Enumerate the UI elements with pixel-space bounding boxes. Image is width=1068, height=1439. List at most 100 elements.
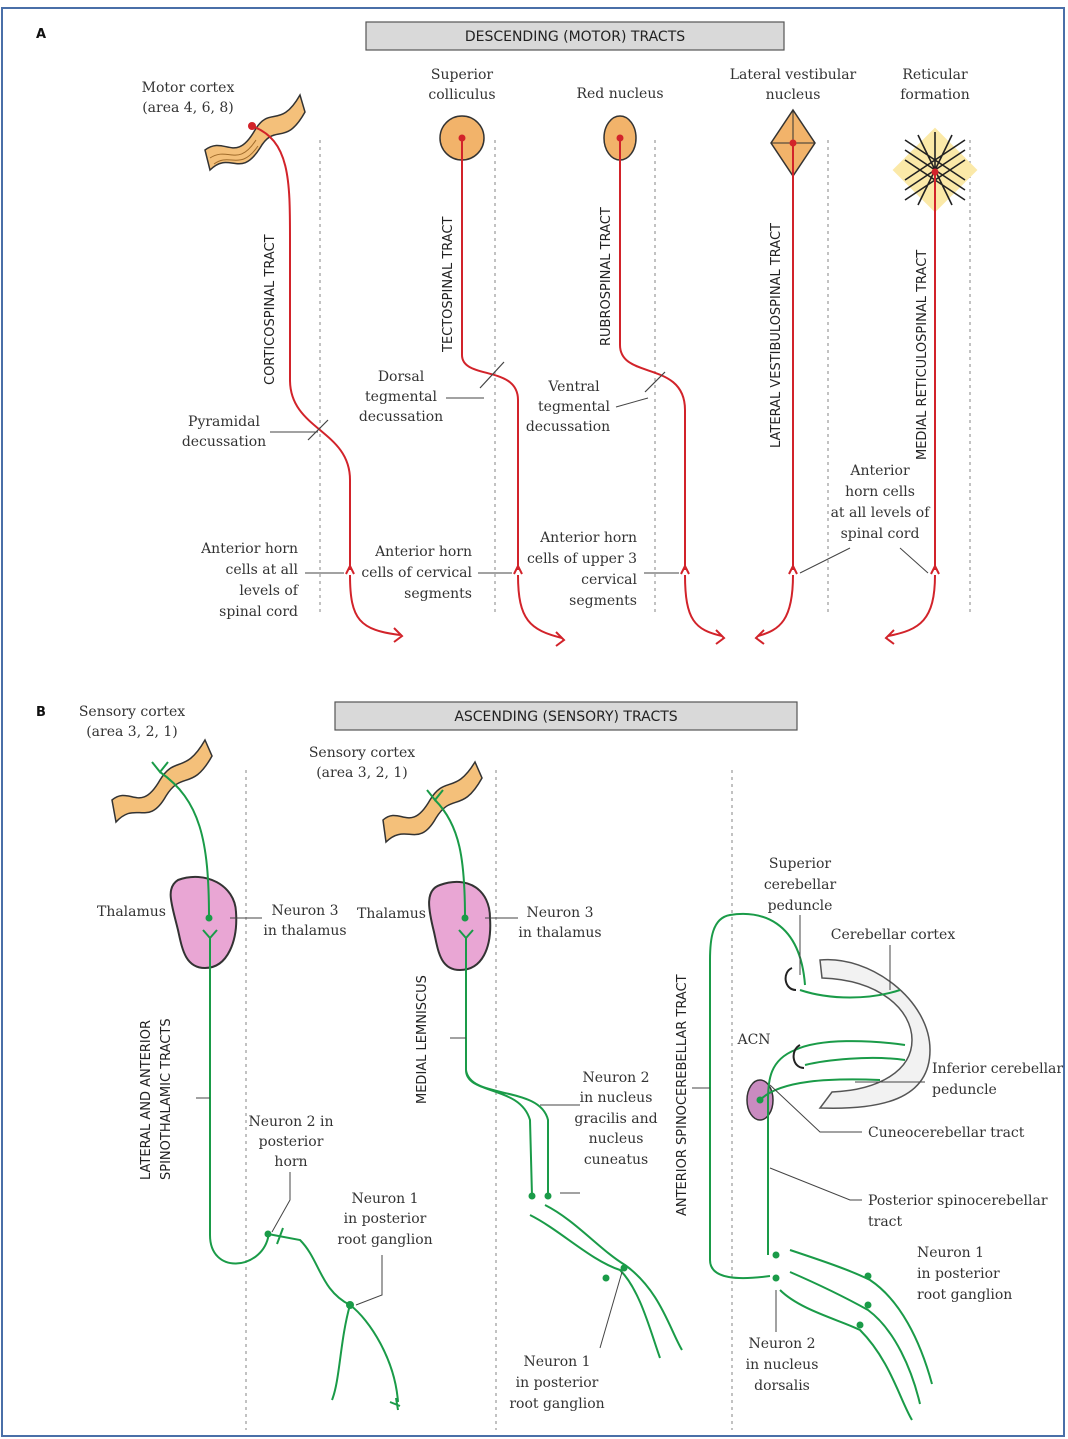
- thalamus-1-to-cortex-line: [159, 771, 210, 919]
- neuron3-2-label-1: Neuron 3: [526, 905, 593, 921]
- neuron2-posterior-horn-label-2: posterior: [259, 1134, 324, 1150]
- dorsal-tegmental-label-3: decussation: [359, 409, 443, 425]
- reticular-formation-label-1: Reticular: [902, 67, 968, 83]
- neuron1-a-label-3: root ganglion: [337, 1232, 432, 1248]
- superior-colliculus-label-2: colliculus: [428, 87, 495, 103]
- neuron1-b-label-2: in posterior: [516, 1375, 599, 1391]
- neuron3-1-label-1: Neuron 3: [271, 903, 338, 919]
- dorsal-tegmental-label-1: Dorsal: [378, 369, 425, 385]
- thalamus-2-to-cortex-line: [434, 799, 466, 919]
- anterior-spinocerebellar-label: ANTERIOR SPINOCEREBELLAR TRACT: [675, 974, 690, 1216]
- horn-all-levels-1-label-4: spinal cord: [219, 604, 298, 620]
- neuron1-b-label-3: root ganglion: [509, 1396, 604, 1412]
- tectospinal-tract-label: TECTOSPINAL TRACT: [441, 216, 456, 353]
- cuneocerebellar-label: Cuneocerebellar tract: [868, 1125, 1025, 1141]
- horn-all-levels-1-label-3: levels of: [239, 583, 299, 599]
- panel-b-letter: B: [36, 705, 46, 720]
- horn-cervical-label-3: segments: [404, 586, 472, 602]
- medial-lemniscus-label: MEDIAL LEMNISCUS: [415, 975, 430, 1104]
- horn-all-levels-2-label-1: Anterior: [849, 463, 910, 479]
- spinal-afferents-line: [779, 1249, 933, 1421]
- inferior-peduncle-label-1: Inferior cerebellar: [932, 1061, 1063, 1077]
- neuron2-posterior-horn-label-1: Neuron 2 in: [249, 1114, 334, 1130]
- red-nucleus-label: Red nucleus: [576, 86, 663, 102]
- panel-b-title-box: [334, 701, 798, 731]
- neuron1-a-label-1: Neuron 1: [351, 1191, 418, 1207]
- cerebellar-cortex-label: Cerebellar cortex: [831, 927, 956, 943]
- superior-peduncle-label-1: Superior: [769, 856, 831, 872]
- neuron3-1-label-2: in thalamus: [263, 923, 346, 939]
- reticulospinal-tract-label: MEDIAL RETICULOSPINAL TRACT: [915, 250, 930, 460]
- horn-all-levels-2-label-3: at all levels of: [831, 505, 932, 521]
- superior-peduncle-label-2: cerebellar: [764, 877, 837, 893]
- sensory-cortex-2-shape: [382, 760, 483, 844]
- neuron1-b-label-1: Neuron 1: [523, 1354, 590, 1370]
- motor-cortex-label-1: Motor cortex: [142, 80, 235, 96]
- reticular-formation-label-2: formation: [900, 87, 969, 103]
- anterior-spinocerebellar-line: [709, 912, 901, 1280]
- ventral-tegmental-label-3: decussation: [526, 419, 610, 435]
- motor-cortex-shape: [204, 93, 306, 172]
- thalamus-2-label: Thalamus: [357, 906, 426, 922]
- motor-cortex-label-2: (area 4, 6, 8): [142, 100, 234, 116]
- neuron1-a-label-2: in posterior: [344, 1211, 427, 1227]
- rubrospinal-tract-line: [619, 138, 723, 637]
- horn-upper3-label-2: cells of upper 3: [527, 551, 637, 567]
- superior-peduncle-label-3: peduncle: [768, 898, 833, 914]
- spinothalamic-label-2: SPINOTHALAMIC TRACTS: [159, 1018, 174, 1180]
- inferior-peduncle-label-2: peduncle: [932, 1082, 997, 1098]
- ventral-tegmental-label-1: Ventral: [547, 379, 600, 395]
- sensory-cortex-1-shape: [111, 738, 213, 824]
- neuron3-2-label-2: in thalamus: [518, 925, 601, 941]
- corticospinal-tract-label: CORTICOSPINAL TRACT: [263, 234, 278, 385]
- ventral-tegmental-label-2: tegmental: [538, 399, 610, 415]
- thalamus-1-label: Thalamus: [97, 904, 166, 920]
- sensory-cortex-2-label-1: Sensory cortex: [309, 745, 415, 761]
- lateral-vestibular-label-1: Lateral vestibular: [730, 67, 857, 83]
- horn-all-levels-2-label-2: horn cells: [845, 484, 915, 500]
- acn-label: ACN: [736, 1032, 770, 1048]
- horn-upper3-label-1: Anterior horn: [539, 530, 637, 546]
- sensory-cortex-2-label-2: (area 3, 2, 1): [316, 765, 408, 781]
- superior-colliculus-label-1: Superior: [431, 67, 493, 83]
- pyramidal-label-1: Pyramidal: [188, 414, 260, 430]
- panel-b-title: ASCENDING (SENSORY) TRACTS: [454, 709, 677, 725]
- neuron1-c-label-3: root ganglion: [917, 1287, 1012, 1303]
- corticospinal-tract-line: [251, 125, 401, 636]
- pyramidal-label-2: decussation: [182, 434, 266, 450]
- neuron1-c-label-2: in posterior: [917, 1266, 1000, 1282]
- panel-a-descending-tracts: A DESCENDING (MOTOR) TRACTS: [36, 21, 978, 647]
- horn-all-levels-1-label-1: Anterior horn: [200, 541, 298, 557]
- horn-all-levels-1-label-2: cells at all: [226, 562, 299, 578]
- spinothalamic-label-1: LATERAL AND ANTERIOR: [139, 1020, 154, 1180]
- posterior-spinocerebellar-label-1: Posterior spinocerebellar: [868, 1193, 1048, 1209]
- neuron2-gracilis-label-1: Neuron 2: [582, 1070, 649, 1086]
- neuron2-gracilis-label-3: gracilis and: [574, 1111, 657, 1127]
- sensory-cortex-1-label-1: Sensory cortex: [79, 704, 185, 720]
- horn-all-levels-2-label-4: spinal cord: [841, 526, 920, 542]
- figure-frame: [1, 7, 1065, 1437]
- thalamus-1-shape: [169, 875, 238, 970]
- neuron2-gracilis-label-5: cuneatus: [584, 1152, 648, 1168]
- panel-a-letter: A: [36, 27, 46, 42]
- panel-a-title: DESCENDING (MOTOR) TRACTS: [465, 29, 685, 45]
- neuron2-gracilis-label-2: in nucleus: [580, 1090, 653, 1106]
- cerebellum-shape: [818, 958, 931, 1109]
- horn-upper3-label-4: segments: [569, 593, 637, 609]
- neuron2-posterior-horn-label-3: horn: [274, 1154, 307, 1170]
- neuron2-dorsalis-label-2: in nucleus: [746, 1357, 819, 1373]
- vestibulospinal-tract-label: LATERAL VESTIBULOSPINAL TRACT: [769, 223, 784, 448]
- neuron1-c-label-1: Neuron 1: [917, 1245, 984, 1261]
- vestibulospinal-tract-line: [757, 143, 794, 637]
- dorsal-tegmental-label-2: tegmental: [365, 389, 437, 405]
- medial-lemniscus-line: [458, 929, 549, 1197]
- panel-a-title-box: [365, 21, 785, 51]
- sensory-cortex-1-label-2: (area 3, 2, 1): [86, 724, 178, 740]
- horn-upper3-label-3: cervical: [581, 572, 637, 588]
- reticulospinal-tract-line: [887, 172, 936, 637]
- posterior-spinocerebellar-label-2: tract: [868, 1214, 903, 1230]
- rubrospinal-tract-label: RUBROSPINAL TRACT: [599, 207, 614, 346]
- panel-b-ascending-tracts: B ASCENDING (SENSORY) TRACTS: [36, 701, 1063, 1430]
- neuron2-dorsalis-label-3: dorsalis: [754, 1378, 810, 1394]
